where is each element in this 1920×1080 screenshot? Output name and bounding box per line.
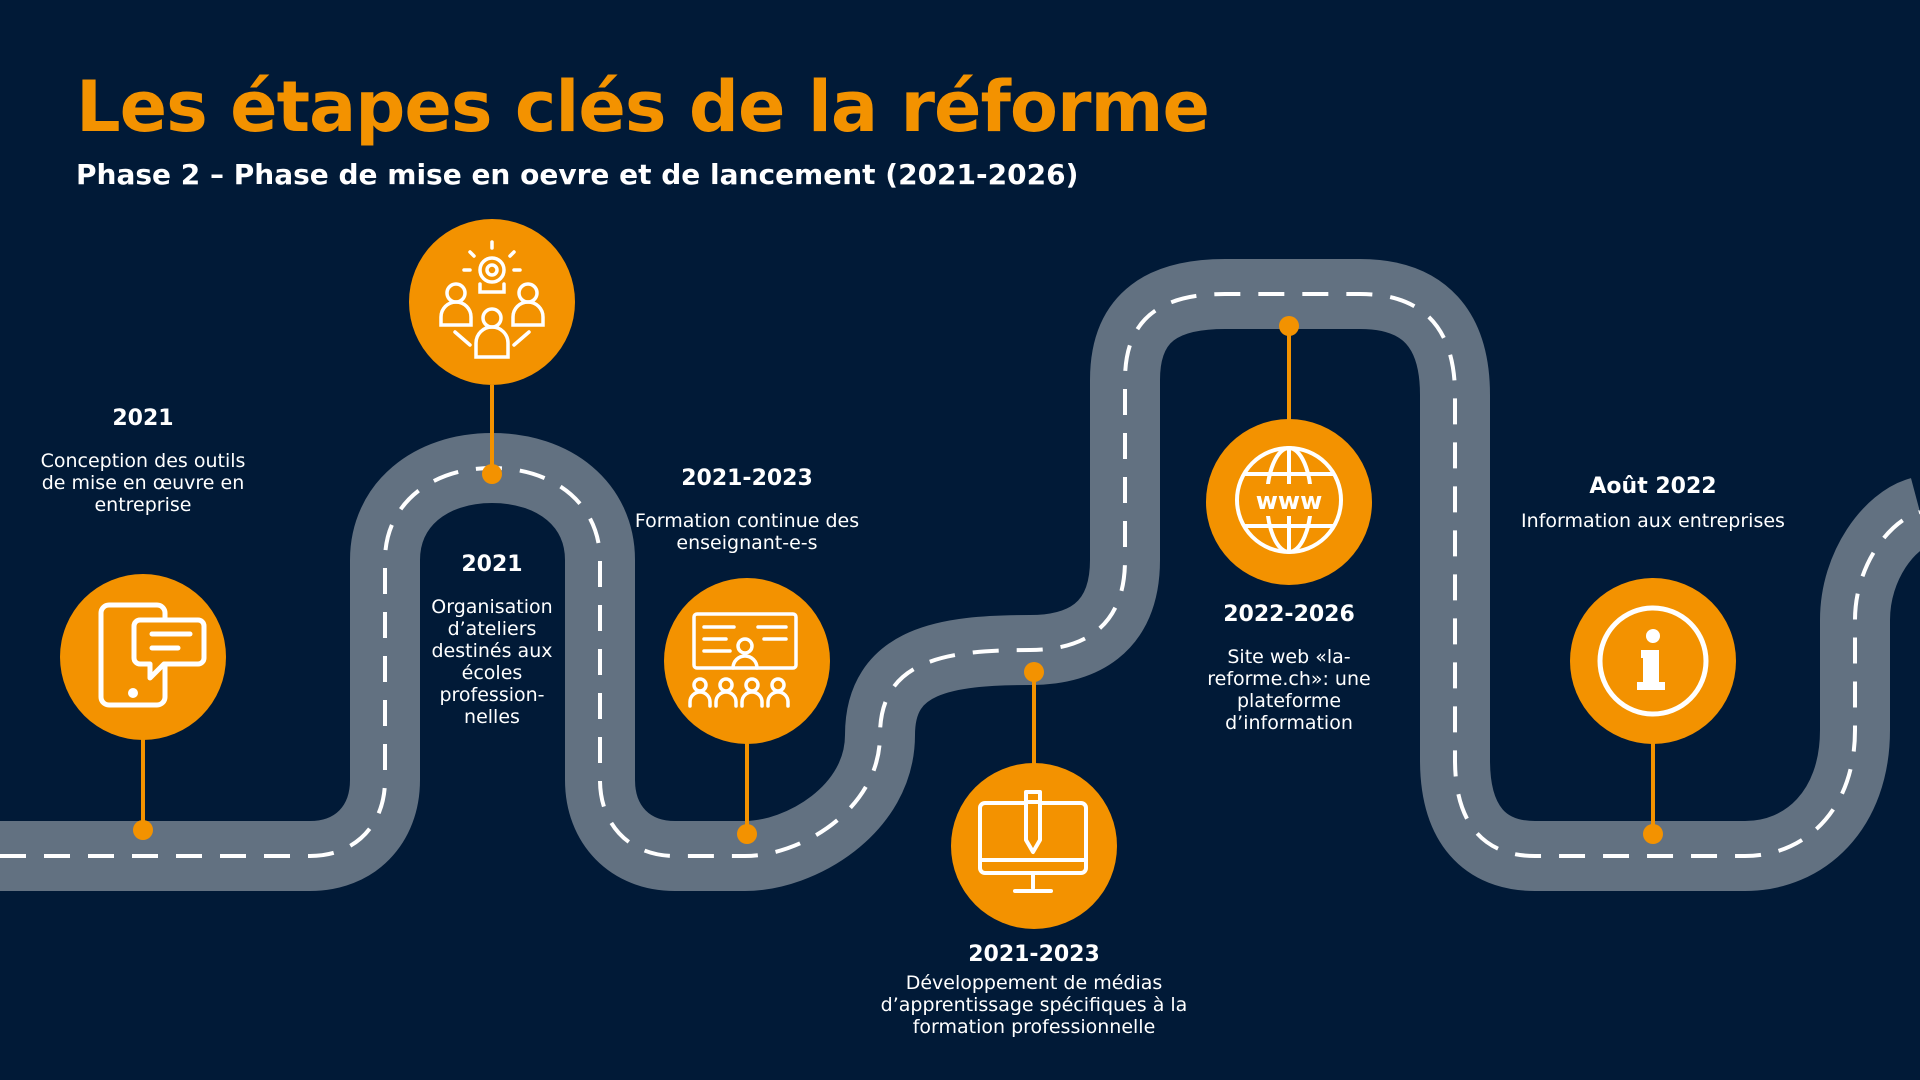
milestone-year: 2021-2023: [968, 942, 1100, 967]
milestone-label-4: 2021-2023 Développement de médias d’appr…: [874, 942, 1194, 1038]
milestone-circle-2: [409, 219, 575, 385]
milestone-label-6: Août 2022 Information aux entreprises: [1498, 474, 1808, 532]
milestone-circle-5: www: [1206, 419, 1372, 585]
road-dot-5: [1279, 316, 1299, 336]
globe-www-icon: www: [1235, 446, 1343, 554]
milestone-circle-1: [60, 574, 226, 740]
road: [0, 259, 1920, 891]
tablet-chat-icon: [98, 602, 207, 708]
classroom-teacher-icon: [688, 612, 798, 708]
page-subtitle: Phase 2 – Phase de mise en oevre et de l…: [76, 158, 1079, 191]
road-dot-6: [1643, 824, 1663, 844]
milestone-label-5: 2022-2026 Site web «la-reforme.ch»: une …: [1178, 602, 1400, 734]
milestone-text: Site web «la-reforme.ch»: une plateforme…: [1207, 646, 1371, 734]
road-dot-2: [482, 464, 502, 484]
milestone-circle-4: [951, 763, 1117, 929]
milestone-year: Août 2022: [1589, 474, 1717, 499]
milestone-year: 2021: [461, 552, 523, 577]
info-icon: [1597, 605, 1709, 717]
monitor-pen-icon: [978, 790, 1088, 893]
road-dot-3: [737, 824, 757, 844]
milestone-text: Conception des outils de mise en œuvre e…: [40, 450, 246, 516]
road-dot-1: [133, 820, 153, 840]
milestone-text: Développement de médias d’apprentissage …: [880, 972, 1188, 1038]
road-dots: [133, 316, 1663, 844]
milestone-label-3: 2021-2023 Formation continue des enseign…: [632, 466, 862, 554]
road-dot-4: [1024, 662, 1044, 682]
milestone-circle-6: [1570, 578, 1736, 744]
workshop-gear-people-icon: [439, 240, 545, 359]
milestone-year: 2021: [112, 406, 174, 431]
milestone-text: Organisation d’ateliers destinés aux éco…: [431, 596, 553, 728]
milestone-text: Formation continue des enseignant-e-s: [634, 510, 860, 554]
connectors: [141, 330, 1655, 836]
milestone-label-2: 2021 Organisation d’ateliers destinés au…: [416, 552, 568, 728]
page-title: Les étapes clés de la réforme: [76, 66, 1210, 148]
milestone-label-1: 2021 Conception des outils de mise en œu…: [28, 406, 258, 516]
milestone-circle-3: [664, 578, 830, 744]
svg-text:www: www: [1256, 487, 1323, 515]
milestone-year: 2022-2026: [1223, 602, 1355, 627]
milestone-text: Information aux entreprises: [1521, 510, 1785, 532]
milestone-year: 2021-2023: [681, 466, 813, 491]
